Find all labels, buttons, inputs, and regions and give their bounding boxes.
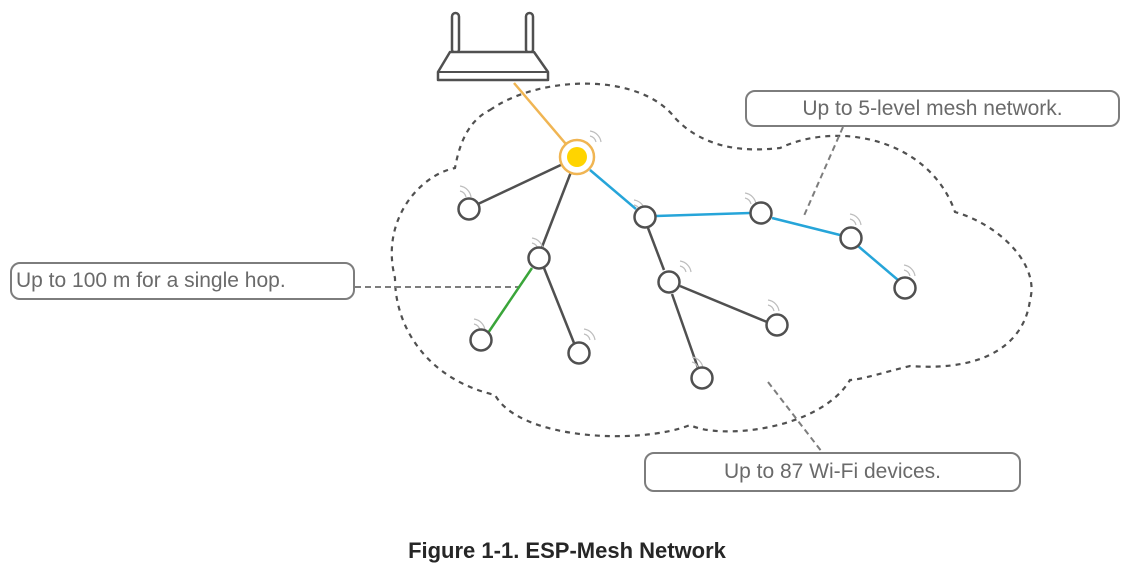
- router-icon: [436, 11, 550, 82]
- devices-pointer-line: [767, 381, 823, 453]
- mesh-node: [657, 270, 681, 294]
- mesh-node: [765, 313, 789, 337]
- wifi-signal-icon: [459, 130, 916, 369]
- mesh-node: [893, 276, 917, 300]
- figure-caption: Figure 1-1. ESP-Mesh Network: [408, 538, 726, 563]
- mesh-node: [567, 341, 591, 365]
- callout-device-count-text: Up to 87 Wi-Fi devices.: [723, 460, 942, 483]
- mesh-node: [633, 205, 657, 229]
- mesh-nodes: [457, 197, 917, 390]
- callout-mesh-levels: Up to 5-level mesh network.: [745, 90, 1120, 127]
- mesh-node: [839, 226, 863, 250]
- uplink-router-to-root: [513, 82, 572, 151]
- mesh-node: [690, 366, 714, 390]
- callout-device-count: Up to 87 Wi-Fi devices.: [644, 452, 1021, 492]
- levels-pointer-line: [802, 126, 844, 219]
- callout-mesh-levels-text: Up to 5-level mesh network.: [802, 96, 1063, 120]
- mesh-node: [457, 197, 481, 221]
- root-node: [558, 138, 596, 176]
- mesh-node: [527, 246, 551, 270]
- mesh-node: [469, 328, 493, 352]
- mesh-links: [477, 161, 899, 369]
- callout-single-hop: Up to 100 m for a single hop.: [10, 262, 355, 300]
- callout-single-hop-text: Up to 100 m for a single hop.: [16, 269, 286, 292]
- mesh-node: [749, 201, 773, 225]
